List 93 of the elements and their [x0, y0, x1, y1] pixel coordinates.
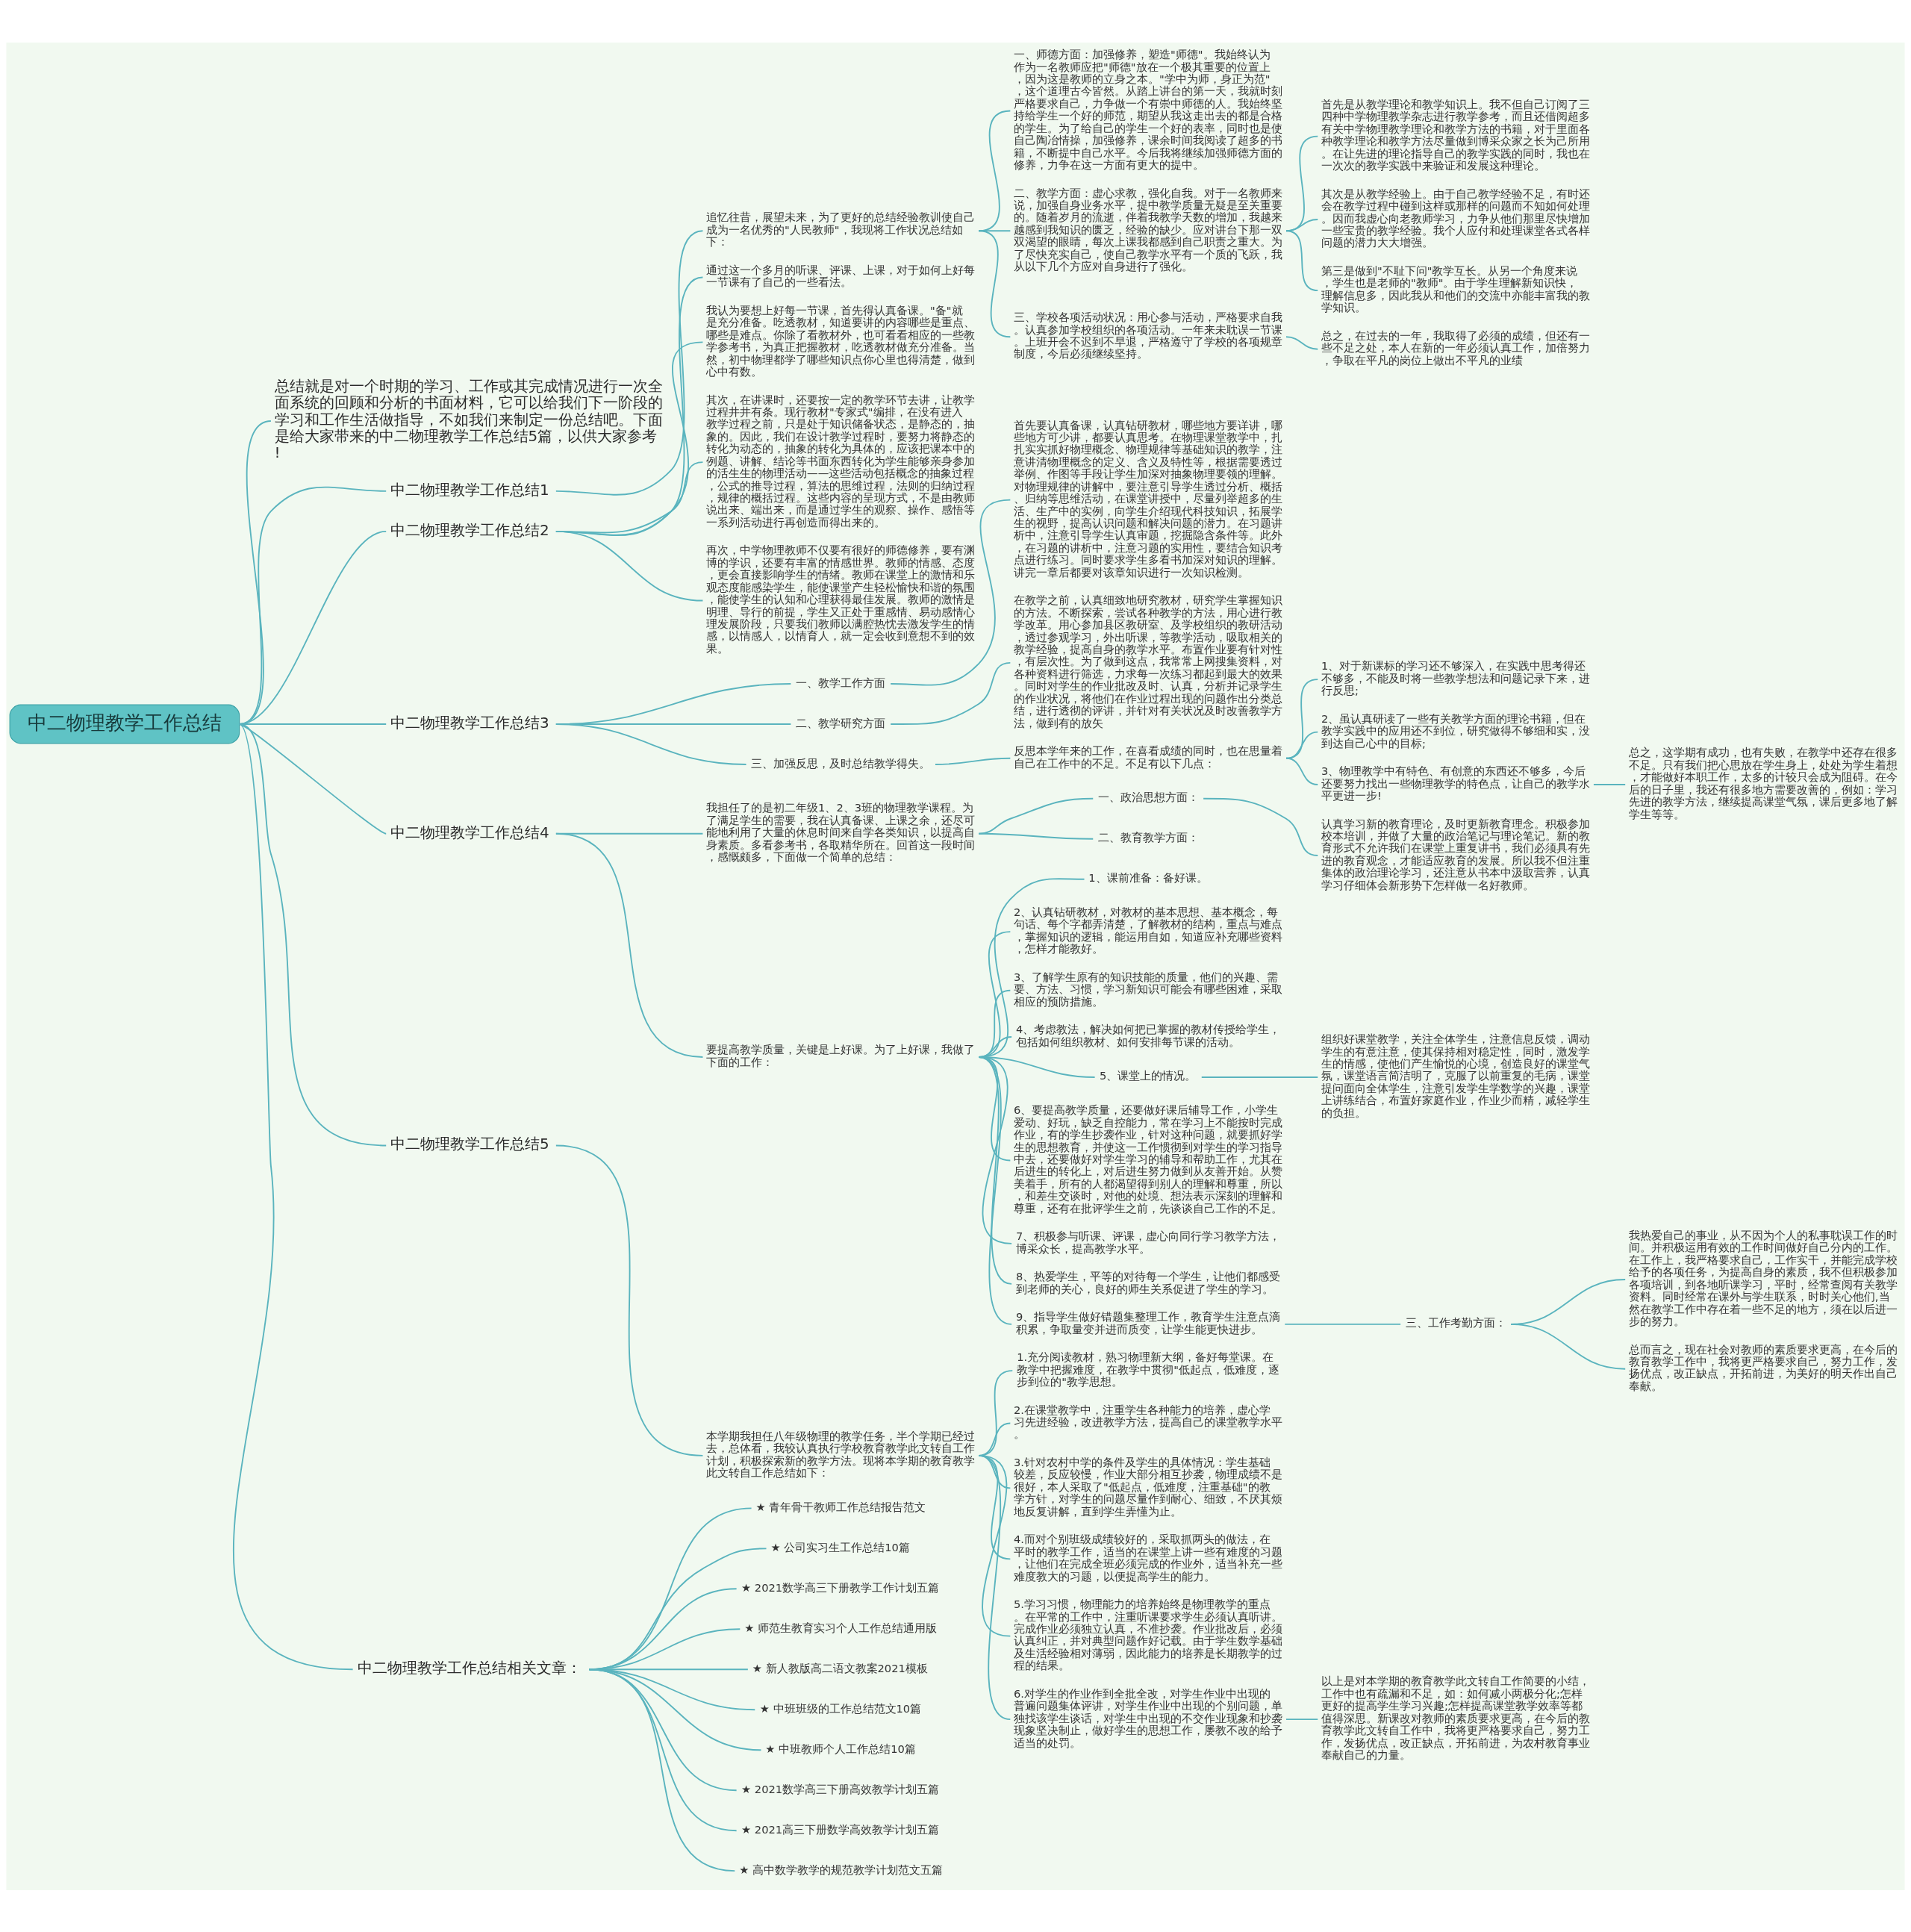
connector [238, 723, 387, 1146]
node-text: 认真学习新的教育理论，及时更新教育理念。积极参加校本培训，并做了大量的政治笔记与理论笔记。新的教育形式不允许我们在课堂上重复讲书，我们必须具有先进的教育观念，才能适应教育的发展。所以我不但注重集体的政治理论学习，还注意从书本中汲取营养，认真学习仔细体会新形势下怎样做一名好教师。 [1321, 816, 1590, 891]
node-text: ★ 2021数学高三下册高效教学计划五篇 [741, 1782, 940, 1795]
connector [555, 723, 747, 765]
node-text: ★ 高中数学教学的规范教学计划范文五篇 [739, 1863, 943, 1876]
node-text: 一、教学工作方面 [795, 676, 885, 689]
node-text: 反思本学年来的工作，在喜看成绩的同时，也在思量着自己在工作中的不足。不足有以下几点： [1014, 744, 1283, 770]
node-text: 中二物理教学工作总结4 [390, 823, 549, 841]
node-text: 第三是做到"不耻下问"教学互长。从另一个角度来说，学生也是老师的"教师"。由于学生理解新知识快，理解信息多，因此我从和他们的交流中亦能丰富我的教学知识。 [1321, 264, 1590, 314]
connector [978, 110, 1011, 231]
node-text: 总之，这学期有成功，也有失败，在教学中还存在很多不足。只有我们把心思放在学生身上，处处为学生着想，才能做好本职工作，太多的计较只会成为阻碍。在今后的日子里，我还有很多地方需要改善的，例如：学习先进的教学方法，继续提高课堂气氛，课后更多地了解学生等等。 [1628, 745, 1898, 820]
node-text: 三、工作考勤方面： [1405, 1315, 1506, 1329]
connector [1285, 1718, 1319, 1720]
node-text: 总结就是对一个时期的学习、工作或其完成情况进行一次全面系统的回顾和分析的书面材料，它可以给我们下一阶段的学习和工作生活做指导，不如我们来制定一份总结吧。下面是给大家带来的中二物理教学工作总结5篇，以供大家参考! [274, 376, 663, 461]
node-text: 2、虽认真研读了一些有关教学方面的理论书籍，但在教学实践中的应用还不到位，研究做得不够细和实，没到达自己心中的目标; [1321, 711, 1590, 750]
connector [890, 499, 1011, 686]
connector [1285, 135, 1319, 231]
node-text: 总而言之，现在社会对教师的素质要求更高，在今后的教育教学工作中，我将更严格要求自己，努力工作，发扬优点，改正缺点，开拓前进，为美好的明天作出自己奉献。 [1628, 1342, 1898, 1392]
node-text: 追忆往昔，展望未来，为了更好的总结经验教训使自己成为一名优秀的"人民教师"，我现将工作状况总结如下： [706, 210, 976, 248]
node-text: ★ 2021高三下册数学高效教学计划五篇 [741, 1822, 940, 1836]
node-text: 一、师德方面：加强修养，塑造"师德"。我始终认为作为一名教师应把"师德"放在一个极其重要的位置上，因为这是教师的立身之本。"学中为师，身正为范"，这个道理古今皆然。从踏上讲台的第一天，我就时刻严格要求自己，力争做一个有崇中师德的人。我始终坚持给学生一个好的师范，期望从我这走出去的都是合格的学生。为了给自己的学生一个好的表率，同时也是使自己陶冶情操，加强修养，课余时间我阅读了超多的书籍，不断提中自己水平。今后我将继续加强师德方面的修养，力争在这一方面有更大的提中。 [1014, 47, 1283, 171]
node-text: 中二物理教学工作总结1 [390, 480, 549, 499]
connector [890, 661, 1011, 725]
connector [1284, 1323, 1402, 1325]
connector [978, 229, 1011, 231]
connector [1285, 218, 1319, 231]
node-text: 二、教育教学方面： [1097, 830, 1199, 844]
node-text: 首先要认真备课，认真钻研教材，哪些地方要详讲，哪些地方可少讲，都要认真思考。在物理课堂教学中，扎扎实实抓好物理概念、物理规律等基础知识的教学，注意讲清物理概念的定义、含义及特性等，根据需要透过举例、作图等手段让学生加深对抽象物理要领的理解。对物理规律的讲解中，要注意引导学生透过分析、概括、归纳等思维活动，在课堂讲授中，尽量列举超多的生活、生产中的实例，向学生介绍现代科技知识，拓展学生的视野，提高认识问题和解决问题的潜力。在习题讲析中，注意引导学生认真审题，挖掘隐含条件等。此外，在习题的讲析中，注意习题的实用性，要结合知识考点进行练习。同时要求学生多看书加深对知识的理解。讲完一章后都要对该章知识进行一次知识检测。 [1014, 418, 1283, 579]
node-text: 总之，在过去的一年，我取得了必须的成绩，但还有一些不足之处，本人在新的一年必须认真工作，加倍努力，争取在平凡的岗位上做出不平凡的业绩 [1321, 328, 1590, 367]
node-text: 我担任了的是初二年级1、2、3班的物理教学课程。为了满足学生的需要，我在认真备课、上课之余，还尽可能地利用了大量的休息时间来自学各类知识，以提高自身素质。多看参考书，各取精华所在。回首这一段时间，感慨颇多，下面做一个简单的总结： [706, 800, 976, 863]
node-text: 4.而对个别班级成绩较好的，采取抓两头的做法，在平时的教学工作，适当的在课堂上讲一些有难度的习题，让他们在完成全班必须完成的作业外，适当补充一些难度教大的习题，以便提高学生的能力。 [1014, 1532, 1283, 1583]
node-text: 要提高教学质量，关键是上好课。为了上好课，我做了下面的工作： [706, 1042, 976, 1068]
node-text: 中二物理教学工作总结2 [390, 520, 549, 539]
node-text: 我热爱自己的事业，从不因为个人的私事耽误工作的时间。并积极运用有效的工作时间做好自己分内的工作。在工作上，我严格要求自己，工作实干，并能完成学校给予的各项任务，为提高自身的素质，我不但积极参加各项培训，到各地听课学习，平时，经常查阅有关教学资料。同时经常在课外与学生联系，时时关心他们,当然在教学工作中存在着一些不足的地方，须在以后进一步的努力。 [1628, 1228, 1898, 1327]
node-text: 在教学之前，认真细致地研究教材，研究学生掌握知识的方法。不断探索，尝试各种教学的方法，用心进行教学改革。用心参加县区教研室、及学校组织的教研活动，透过参观学习，外出听课，等教学活动，吸取相关的教学经验，提高自身的教学水平。布置作业要有针对性，有层次性。为了做到这点，我常常上网搜集资料，对各种资料进行筛选，力求每一次练习都起到最大的效果。同时对学生的作业批改及时、认真，分析并记录学生的作业状况，将他们在作业过程出现的问题作出分类总结，进行透彻的评讲，并针对有关状况及时改善教学方法，做到有的放矢 [1014, 593, 1283, 729]
connector [555, 1144, 704, 1456]
node-text: 7、积极参与听课、评课，虚心向同行学习教学方法，博采众长，提高教学水平。 [1015, 1229, 1281, 1255]
node-text: 中二物理教学工作总结5 [390, 1134, 549, 1153]
node-text: ★ 公司实习生工作总结10篇 [770, 1540, 910, 1554]
connector [232, 723, 354, 1670]
node-text: 9、指导学生做好错题集整理工作，教育学生注意点滴积累，争取量变并进而质变，让学生能更快进步。 [1015, 1309, 1281, 1336]
connector [1203, 797, 1319, 856]
node-text: 以上是对本学期的教育教学此文转自工作简要的小结，工作中也有疏漏和不足，如：如何减小两极分化;怎样更好的提高学生学习兴趣;怎样提高课堂教学效率等都值得深思。新课改对教师的素质要求更高，在今后的教育教学此文转自工作中，我将更严格要求自己，努力工作，发扬优点，改正缺点，开拓前进，为农村教育事业奉献自己的力量。 [1321, 1674, 1590, 1761]
node-text: 二、教学方面：虚心求教，强化自我。对于一名教师来说，加强自身业务水平，提中教学质量无疑是至关重要的。随着岁月的流逝，伴着我教学天数的增加，我越来越感到我知识的匮乏，经验的缺少。应对讲台下那一双双渴望的眼睛，每次上课我都感到自己职责之重大。为了尽快充实自己，使自己教学水平有一个质的飞跃，我从以下几个方应对自身进行了强化。 [1014, 186, 1283, 272]
node-text: 我认为要想上好每一节课，首先得认真备课。"备"就是充分准备。吃透教材，知道要讲的内容哪些是重点、哪些是难点。你除了看教材外，也可看看相应的一些教学参考书，为真正把握教材，吃透教材做充分准备。当然，初中物理都学了哪些知识点你心里也得清楚，做到心中有数。 [706, 303, 976, 378]
connector [1285, 335, 1319, 350]
connector [978, 229, 1011, 337]
node-text: ★ 新人教版高二语文教案2021模板 [752, 1661, 928, 1674]
node-text: 3、了解学生原有的知识技能的质量，他们的兴趣、需要、方法、习惯，学习新知识可能会有哪些困难，采取相应的预防措施。 [1014, 970, 1283, 1008]
node-text: ★ 中班班级的工作总结范文10篇 [759, 1701, 922, 1715]
node-text: 一、政治思想方面： [1097, 790, 1199, 803]
connector [1510, 1323, 1627, 1370]
node-text: 其次是从教学经验上。由于自己教学经验不足，有时还会在教学过程中碰到这样或那样的问题而不知如何处理。因而我虚心向老教师学习，力争从他们那里尽快增加一些宝贵的教学经验。我个人应付和处理课堂各式各样问题的潜力大大增强。 [1321, 187, 1590, 249]
node-text: 通过这一个多月的听课、评课、上课，对于如何上好每一节课有了自己的一些看法。 [706, 263, 976, 288]
connector [935, 757, 1011, 765]
connector [555, 832, 704, 1058]
node-text: 本学期我担任八年级物理的教学任务，半个学期已经过去，总体看，我较认真执行学校教育教学此文转自工作计划，积极探索新的教学方法。现将本学期的教育教学此文转自工作总结如下： [706, 1429, 976, 1479]
node-text: 1、课前准备：备好课。 [1088, 870, 1208, 884]
node-text: 3、物理教学中有特色、有创意的东西还不够多，今后还要努力找出一些物理教学的特色点，让自己的教学水平更进一步! [1321, 764, 1590, 802]
node-text: 其次，在讲课时，还要按一定的教学环节去讲，让教学过程井井有条。现行教材"专家式"编排，在没有进入教学过程之前，只是处于知识储备状态，是静态的，抽象的。因此，我们在设计教学过程时，要努力将静态的转化为动态的，抽象的转化为具体的，应该把课本中的例题、讲解、结论等书面东西转化为学生能够亲身参加的活生生的物理活动——这些活动包括概念的抽象过程，公式的推导过程，算法的思维过程，法则的归纳过程，规律的概括过程。这些内容的呈现方式，不是由教师说出来、端出来，而是通过学生的观察、操作、感悟等一系列活动进行再创造而得出来的。 [706, 393, 976, 529]
node-text: 4、考虑教法，解决如何把已掌握的教材传授给学生，包括如何组织教材、如何安排每节课的活动。 [1015, 1022, 1281, 1048]
node-box: 中二物理教学工作总结 [9, 704, 240, 744]
connector [555, 229, 704, 496]
connector [1200, 1076, 1319, 1078]
node-text: ★ 师范生教育实习个人工作总结通用版 [744, 1621, 937, 1634]
connector [1285, 229, 1319, 291]
node-text: 再次，中学物理教师不仅要有很好的师德修养，要有渊博的学识，还要有丰富的情感世界。教师的情感、态度，更会直接影响学生的情绪。教师在课堂上的激情和乐观态度能感染学生，能使课堂产生轻松愉快和谐的氛围，能使学生的认知和心理获得最佳发展。教师的激情是明理、导行的前提，学生又正处于重感情、易动感情心理发展阶段，只要我们教师以满腔热忱去激发学生的情感，以情感人，以情育人，就一定会收到意想不到的效果。 [706, 543, 976, 655]
node-text: 中二物理教学工作总结相关文章： [358, 1658, 582, 1677]
node-text: 2、认真钻研教材，对教材的基本思想、基本概念，每句话、每个字都弄清楚，了解教材的结构，重点与难点，掌握知识的逻辑，能运用自如，知道应补充哪些资料，怎样才能教好。 [1014, 905, 1283, 955]
node-text: 三、加强反思，及时总结教学得失。 [750, 756, 930, 770]
connector [978, 832, 1094, 840]
node-text: 1.充分阅读教材，熟习物理新大纲，备好每堂课。在教学中把握难度，在教学中贯彻"低起点，低难度，逐步到位的"教学思想。 [1017, 1350, 1279, 1388]
node-text: 1、对于新课标的学习还不够深入，在实践中思考得还不够多，不能及时将一些教学想法和问题记录下来，进行反思; [1321, 658, 1590, 697]
connector [1285, 757, 1319, 785]
connector [978, 1454, 1011, 1720]
node-text: 6.对学生的作业作到全批全改，对学生作业中出现的普遍问题集体评讲，对学生作业中出现的个别问题，单独找该学生谈话，对学生中出现的不交作业现象和抄袭现象坚决制止，做好学生的思想工作，屡教不改的给予适当的处罚。 [1014, 1686, 1283, 1749]
node-text: 8、热爱学生，平等的对待每一个学生，让他们都感受到老师的关心，良好的师生关系促进了学生的学习。 [1015, 1269, 1281, 1295]
node-text: 2.在课堂教学中，注重学生各种能力的培养，虚心学习先进经验，改进教学方法，提高自己的课堂教学水平。 [1014, 1403, 1283, 1440]
connector [555, 530, 704, 601]
node-text: ★ 青年骨干教师工作总结报告范文 [755, 1500, 926, 1513]
node-text: 6、要提高教学质量，还要做好课后辅导工作，小学生爱动、好玩，缺乏自控能力，常在学习上不能按时完成作业，有的学生抄袭作业，针对这种问题，就要抓好学生的思想教育，并使这一工作惯彻到对学生的学习指导中去，还要做好对学生学习的辅导和帮助工作，尤其在后进生的转化上，对后进生努力做到从友善开始。从赞美着手，所有的人都渴望得到别人的理解和尊重，所以，和差生交谈时，对他的处境、想法表示深刻的理解和尊重，还有在批评学生之前，先谈谈自己工作的不足。 [1014, 1103, 1283, 1215]
node-text: 3.针对农村中学的条件及学生的具体情况：学生基础较差，反应较慢，作业大部分相互抄袭，物理成绩不是很好，本人采取了"低起点，低难度，注重基础"的教学方针，对学生的问题尽量作到耐心、细致，不厌其烦地反复讲解，直到学生弄懂为止。 [1014, 1455, 1283, 1518]
node-text: 首先是从教学理论和教学知识上。我不但自己订阅了三四种中学物理教学杂志进行教学参考，而且还借阅超多有关中学物理教学理论和教学方法的书籍，对于里面各种教学理论和教学方法尽量做到博采众家之长为己所用。在让先进的理论指导自己的教学实践的同时，我也在一次次的教学实践中来验证和发展这种理论。 [1321, 97, 1590, 172]
node-text: 三、学校各项活动状况：用心参与活动，严格要求自我。认真参加学校组织的各项活动。一年来未耽误一节课。上班开会不迟到不早退，严格遵守了学校的各项规章制度，今后必须继续坚持。 [1014, 310, 1283, 360]
node-text: ★ 中班教师个人工作总结10篇 [765, 1742, 916, 1755]
node-text: 5、课堂上的情况。 [1100, 1068, 1197, 1082]
node-text: 中二物理教学工作总结3 [390, 713, 549, 732]
node-text: 组织好课堂教学，关注全体学生，注意信息反馈，调动学生的有意注意，使其保持相对稳定性，同时，激发学生的情感，使他们产生愉悦的心境，创造良好的课堂气氛，课堂语言简洁明了，克服了以前重复的毛病，课堂提问面向全体学生，注意引发学生学数学的兴趣，课堂上讲练结合，布置好家庭作业，作业少而精，减轻学生的负担。 [1321, 1032, 1590, 1119]
node-text: ★ 2021数学高三下册教学工作计划五篇 [741, 1580, 940, 1594]
node-text: 5.学习习惯，物理能力的培养始终是物理教学的重点。在平常的工作中，注重听课要求学生必须认真听讲。完成作业必须独立认真，不准抄袭。作业批改后，必须认真纠正，并对典型问题作好记载。由于学生数学基础及生活经验相对薄弱，因此能力的培养是长期教学的过程的结果。 [1014, 1597, 1283, 1671]
connector [1593, 783, 1627, 785]
connector [588, 1668, 736, 1872]
node-text: 二、教学研究方面 [795, 716, 885, 729]
